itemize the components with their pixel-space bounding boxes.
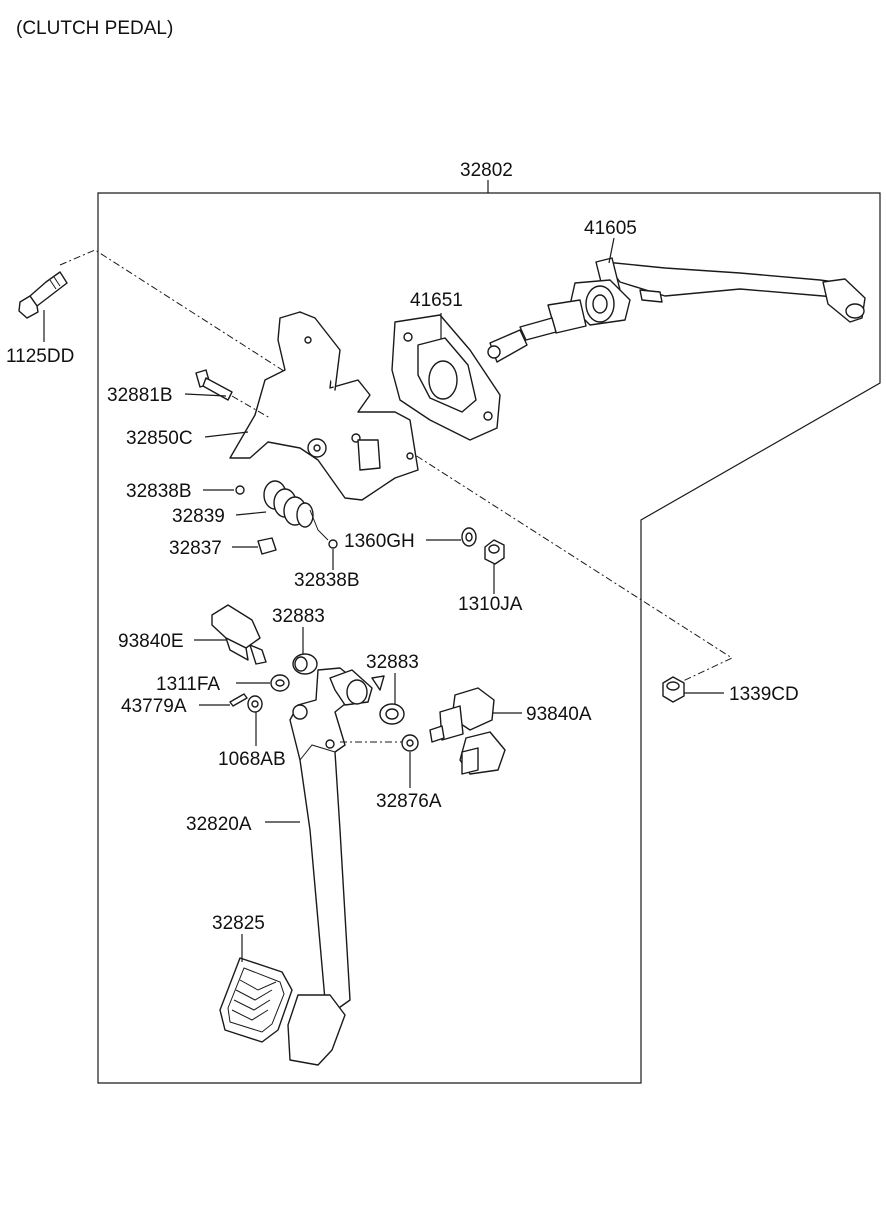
label-32881b: 32881B <box>107 385 173 406</box>
master-cylinder-41605 <box>487 257 866 363</box>
label-93840e: 93840E <box>118 631 184 652</box>
bracket-32850c <box>229 311 419 501</box>
switch-93840e <box>211 604 267 665</box>
pin-43779a <box>229 693 248 707</box>
bush-32883-right <box>379 703 405 725</box>
nut-1339cd <box>662 676 685 703</box>
pedal-pad-32825 <box>219 957 293 1043</box>
label-1360gh: 1360GH <box>344 531 415 552</box>
nut-1311fa <box>270 674 290 692</box>
label-32883-right: 32883 <box>366 652 419 673</box>
leader-32881b <box>184 393 227 397</box>
bolt-32881b <box>195 369 271 419</box>
label-41651: 41651 <box>410 290 463 311</box>
assembly-outline <box>97 192 881 1084</box>
label-1339cd: 1339CD <box>729 684 799 705</box>
gasket-41651 <box>391 314 501 441</box>
washer-32876a <box>401 734 419 752</box>
label-93840a: 93840A <box>526 704 592 725</box>
label-32825: 32825 <box>212 913 265 934</box>
pedal-arm-32820a <box>287 667 385 1066</box>
label-1125dd: 1125DD <box>6 346 74 367</box>
leader-32839 <box>235 511 267 516</box>
label-32839: 32839 <box>172 506 225 527</box>
label-32883-left: 32883 <box>272 606 325 627</box>
clip-32837 <box>257 537 277 555</box>
bushing-32838b-bottom <box>328 539 338 549</box>
bushing-32838b-top <box>235 485 245 495</box>
leader-32850c <box>204 431 249 438</box>
label-1068ab: 1068AB <box>218 749 286 770</box>
bush-32883-left <box>292 653 318 675</box>
label-32838b-bottom: 32838B <box>294 570 360 591</box>
diagram-title: (CLUTCH PEDAL) <box>16 18 173 39</box>
washer-1068ab <box>247 695 263 713</box>
washer-1360gh <box>461 527 477 547</box>
label-1311fa: 1311FA <box>156 674 220 695</box>
label-1310ja: 1310JA <box>458 594 523 615</box>
nut-1310ja <box>484 539 505 565</box>
label-32850c: 32850C <box>126 428 193 449</box>
label-43779a: 43779A <box>121 696 187 717</box>
bolt-1125dd <box>18 271 68 319</box>
label-41605: 41605 <box>584 218 637 239</box>
label-32876a: 32876A <box>376 791 442 812</box>
label-32802: 32802 <box>460 160 513 181</box>
label-32837: 32837 <box>169 538 222 559</box>
leader-41605 <box>608 237 615 264</box>
spring-32839 <box>263 480 329 541</box>
switch-93840a <box>429 687 506 775</box>
label-32820a: 32820A <box>186 814 252 835</box>
label-32838b-top: 32838B <box>126 481 192 502</box>
